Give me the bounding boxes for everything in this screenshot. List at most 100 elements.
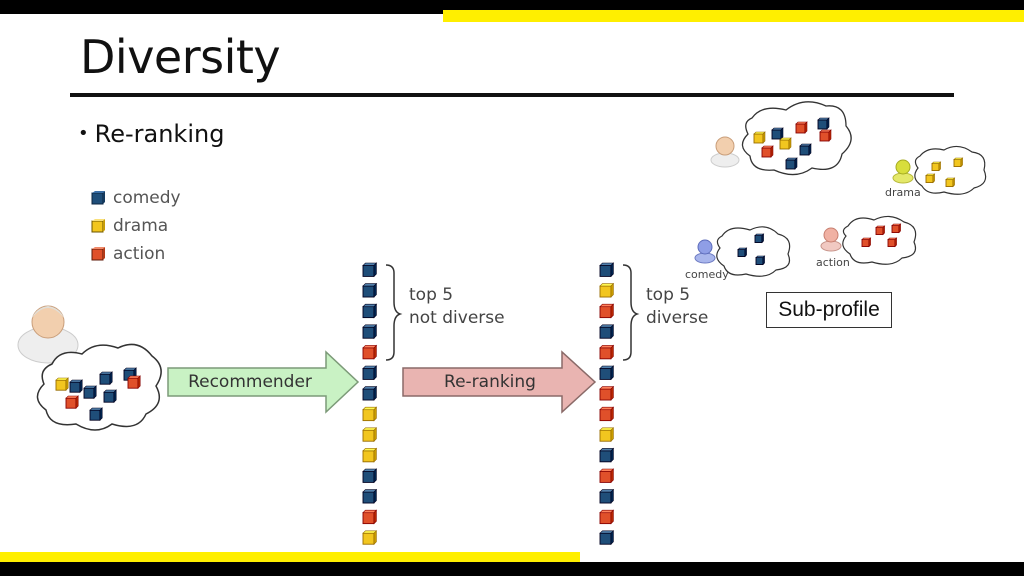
comedy-cloud-label: comedy xyxy=(685,268,729,281)
comedy-cube-icon xyxy=(771,127,784,140)
action-cube-icon xyxy=(891,223,902,234)
action-cube-icon xyxy=(875,225,886,236)
subprofile-action-avatar-icon xyxy=(820,227,842,252)
comedy-cube-icon xyxy=(362,303,378,319)
drama-cube-icon xyxy=(362,427,378,442)
subprofile-action-cloud xyxy=(842,215,917,265)
action-cube-icon xyxy=(599,509,615,525)
comedy-cube-icon xyxy=(91,191,105,205)
action-cube-icon xyxy=(127,375,141,389)
action-cube-icon xyxy=(362,344,378,360)
subprofile-action-cubes xyxy=(861,223,902,248)
comedy-cube-icon xyxy=(99,371,113,385)
title-underline xyxy=(70,93,954,97)
drama-cube-icon xyxy=(779,137,792,150)
recommender-label: Recommender xyxy=(188,372,312,392)
brace-before xyxy=(385,264,403,361)
comedy-cube-icon xyxy=(599,447,615,463)
legend-item-action: action xyxy=(91,244,165,264)
legend-item-drama: drama xyxy=(91,216,168,236)
drama-cube-icon xyxy=(91,219,105,233)
comedy-cube-icon xyxy=(599,262,615,278)
ranked-list-after xyxy=(599,262,615,545)
brace-text-after: top 5 diverse xyxy=(646,284,708,330)
drama-cube-icon xyxy=(753,131,766,144)
subprofile-comedy-cloud xyxy=(716,226,791,277)
comedy-cube-icon xyxy=(362,282,378,298)
brace-after-line2: diverse xyxy=(646,308,709,328)
comedy-cube-icon xyxy=(799,143,812,156)
ranked-list-before xyxy=(362,262,378,545)
action-cloud-label: action xyxy=(816,256,850,269)
action-cube-icon xyxy=(599,406,615,422)
comedy-cube-icon xyxy=(69,379,83,393)
subprofile-drama-cloud xyxy=(914,145,987,195)
action-cube-icon xyxy=(887,237,898,248)
comedy-cube-icon xyxy=(599,488,615,504)
comedy-cube-icon xyxy=(362,468,378,484)
comedy-cube-icon xyxy=(599,365,615,381)
comedy-cube-icon xyxy=(737,247,748,258)
drama-cube-icon xyxy=(925,173,936,184)
action-cube-icon xyxy=(65,395,79,409)
comedy-cube-icon xyxy=(754,233,765,244)
subprofile-comedy-avatar-icon xyxy=(694,239,716,264)
comedy-cube-icon xyxy=(755,255,766,266)
drama-cube-icon xyxy=(931,161,942,172)
drama-cloud-label: drama xyxy=(885,186,921,199)
top-bar-yellow xyxy=(443,10,1024,22)
bottom-bar-yellow xyxy=(0,552,580,564)
drama-cube-icon xyxy=(953,157,964,168)
drama-cube-icon xyxy=(362,406,378,422)
brace-after-line1: top 5 xyxy=(646,285,691,305)
comedy-cube-icon xyxy=(89,407,103,421)
bullet-text: Re-ranking xyxy=(94,120,225,148)
subprofile-drama-avatar-icon xyxy=(892,159,914,184)
drama-cube-icon xyxy=(362,530,378,545)
drama-cube-icon xyxy=(362,447,378,463)
subprofile-drama-cubes xyxy=(925,157,964,188)
drama-cube-icon xyxy=(599,427,615,442)
comedy-cube-icon xyxy=(103,389,117,403)
comedy-cube-icon xyxy=(785,157,798,170)
action-cube-icon xyxy=(599,385,615,401)
brace-before-line1: top 5 xyxy=(409,285,454,305)
comedy-cube-icon xyxy=(599,324,615,339)
brace-after xyxy=(622,264,640,361)
action-cube-icon xyxy=(91,247,105,261)
action-cube-icon xyxy=(599,344,615,360)
slide-title: Diversity xyxy=(80,30,281,84)
comedy-cube-icon xyxy=(362,324,378,339)
subprofile-box: Sub-profile xyxy=(766,292,892,328)
action-cube-icon xyxy=(362,509,378,525)
subprofile-mixed-cubes xyxy=(753,117,832,170)
drama-cube-icon xyxy=(599,282,615,298)
subprofile-mixed-avatar-icon xyxy=(710,136,740,168)
subprofile-comedy-cubes xyxy=(737,233,766,266)
comedy-cube-icon xyxy=(362,385,378,401)
comedy-cube-icon xyxy=(362,488,378,504)
comedy-cube-icon xyxy=(599,530,615,545)
reranking-label: Re-ranking xyxy=(444,372,536,392)
action-cube-icon xyxy=(819,129,832,142)
bullet-marker: • xyxy=(78,123,89,144)
drama-cube-icon xyxy=(55,377,69,391)
legend-label-comedy: comedy xyxy=(113,188,181,208)
action-cube-icon xyxy=(599,303,615,319)
comedy-cube-icon xyxy=(362,365,378,381)
recommender-arrow xyxy=(167,350,360,414)
drama-cube-icon xyxy=(945,177,956,188)
legend-label-drama: drama xyxy=(113,216,169,236)
action-cube-icon xyxy=(795,121,808,134)
comedy-cube-icon xyxy=(817,117,830,130)
reranking-arrow xyxy=(402,350,597,414)
bottom-bar-black xyxy=(0,562,1024,576)
legend-item-comedy: comedy xyxy=(91,188,181,208)
brace-text-before: top 5 not diverse xyxy=(409,284,505,330)
user-cloud-cubes xyxy=(55,367,141,421)
bullet-point: •Re-ranking xyxy=(78,120,224,148)
action-cube-icon xyxy=(861,237,872,248)
comedy-cube-icon xyxy=(83,385,97,399)
comedy-cube-icon xyxy=(362,262,378,278)
